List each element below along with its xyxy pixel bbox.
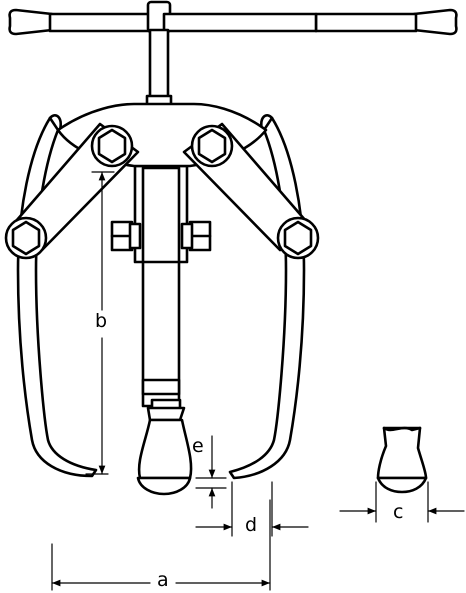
dimension-b xyxy=(85,171,115,475)
spindle-neck xyxy=(146,406,186,422)
right-link xyxy=(182,122,320,260)
label-a: a xyxy=(157,569,169,591)
handle-bar-right xyxy=(314,12,418,33)
label-c: c xyxy=(393,501,404,523)
handle-bar-center xyxy=(162,12,318,33)
left-link-hex-top xyxy=(97,128,127,164)
spindle xyxy=(133,164,193,496)
dimension-e xyxy=(195,435,227,509)
dimension-a xyxy=(51,499,271,591)
spindle-tip xyxy=(137,418,193,480)
side-bolts xyxy=(110,220,212,252)
spindle-shaft xyxy=(141,166,181,408)
t-handle xyxy=(8,0,458,36)
left-link xyxy=(4,122,140,260)
jaw-tip-detail xyxy=(376,426,428,494)
label-d: d xyxy=(245,514,258,536)
handle-grip-right xyxy=(412,8,458,36)
handle-bar-left xyxy=(48,12,152,33)
left-link-hex-bottom xyxy=(11,220,41,256)
label-e: e xyxy=(192,435,204,457)
label-b: b xyxy=(95,310,108,332)
dimension-c xyxy=(339,481,465,523)
spindle-point xyxy=(136,476,192,496)
right-link-hex-bottom xyxy=(283,220,313,256)
screw-upper xyxy=(148,28,170,102)
right-link-hex-top xyxy=(197,128,227,164)
handle-grip-left xyxy=(8,8,54,36)
spindle-ring xyxy=(141,378,181,396)
dimension-d xyxy=(195,481,309,537)
